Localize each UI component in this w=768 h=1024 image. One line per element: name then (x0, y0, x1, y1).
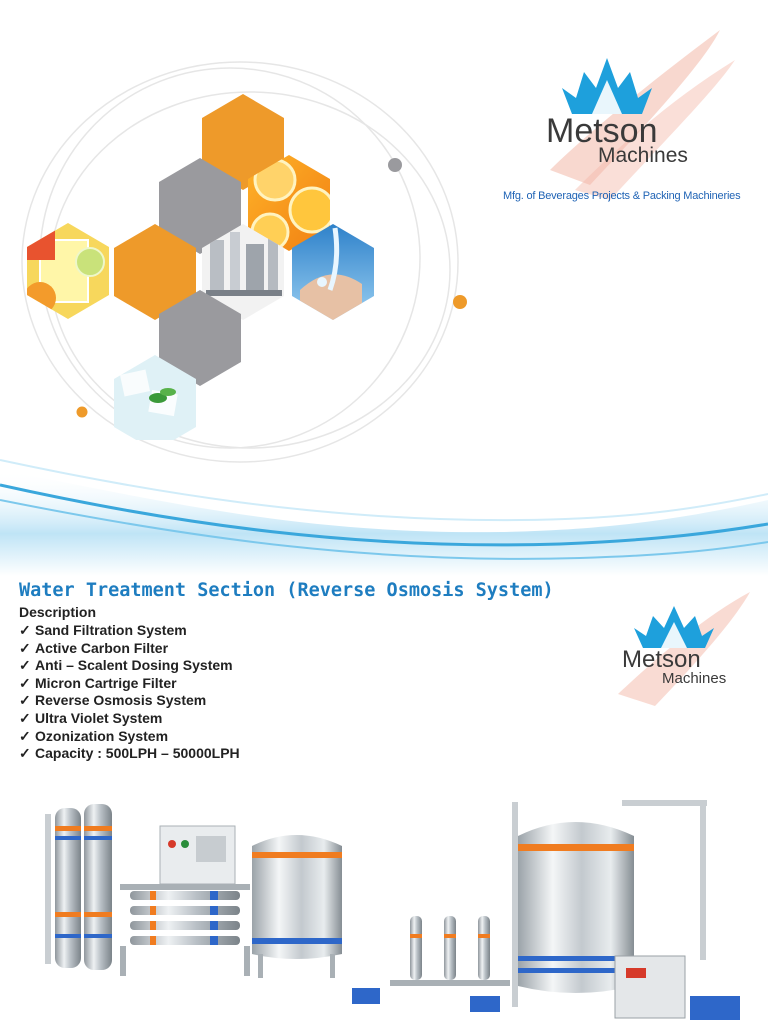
orbit-dot-small-orange (76, 406, 88, 418)
logo-name-bottom: Machines (662, 670, 727, 687)
orbit-arcs (21, 61, 467, 463)
logo-name-bottom: Machines (598, 144, 688, 167)
check-icon: ✓ (19, 674, 31, 691)
orbit-dot-gray (388, 158, 402, 172)
juice-glass-image (27, 223, 109, 319)
logo-name-top: Metson (622, 646, 701, 673)
logo-name-top: Metson (546, 112, 658, 150)
slide-title: Water Treatment Section (Reverse Osmosis… (19, 580, 554, 601)
logo-tagline: Mfg. of Beverages Projects & Packing Mac… (503, 190, 741, 202)
brush-stroke-small (618, 592, 750, 706)
check-icon: ✓ (19, 639, 31, 656)
check-icon: ✓ (19, 745, 31, 762)
check-icon: ✓ (19, 692, 31, 709)
hex-gray-bottom (159, 290, 241, 386)
list-item: ✓Sand Filtration System (19, 622, 187, 638)
check-icon: ✓ (19, 657, 31, 674)
list-item: ✓Capacity : 500LPH – 50000LPH (19, 745, 240, 762)
list-item: ✓Ozonization System (19, 727, 169, 744)
hex-orange-mid (114, 224, 196, 320)
list-item: ✓Active Carbon Filter (19, 639, 169, 656)
check-icon: ✓ (19, 622, 31, 638)
wave-band (0, 459, 768, 576)
list-item: ✓Ultra Violet System (19, 709, 163, 726)
company-logo-small: Metson Machines (610, 584, 760, 714)
feature-list: ✓Sand Filtration System ✓Active Carbon F… (19, 622, 240, 763)
list-item: ✓Micron Cartrige Filter (19, 674, 177, 691)
crown-icon (562, 58, 652, 114)
check-icon: ✓ (19, 709, 31, 726)
orbit-dot-orange (453, 295, 467, 309)
list-item: ✓Anti – Scalent Dosing System (19, 657, 233, 674)
hex-orange-top (202, 94, 284, 190)
water-treatment-slide: Water Treatment Section (Reverse Osmosis… (0, 576, 768, 1024)
check-icon: ✓ (19, 727, 31, 744)
hexagon-cluster (27, 94, 374, 440)
company-logo: Metson Machines (520, 20, 750, 220)
description-heading: Description (19, 604, 97, 620)
hex-gray-left (159, 158, 241, 254)
bottling-machine-image (202, 224, 284, 320)
crown-icon (634, 606, 714, 648)
cover-slide: Metson Machines Mfg. of Beverages Projec… (0, 20, 768, 576)
ro-plant-equipment-photo (45, 800, 740, 1020)
list-item: ✓Reverse Osmosis System (19, 692, 207, 709)
